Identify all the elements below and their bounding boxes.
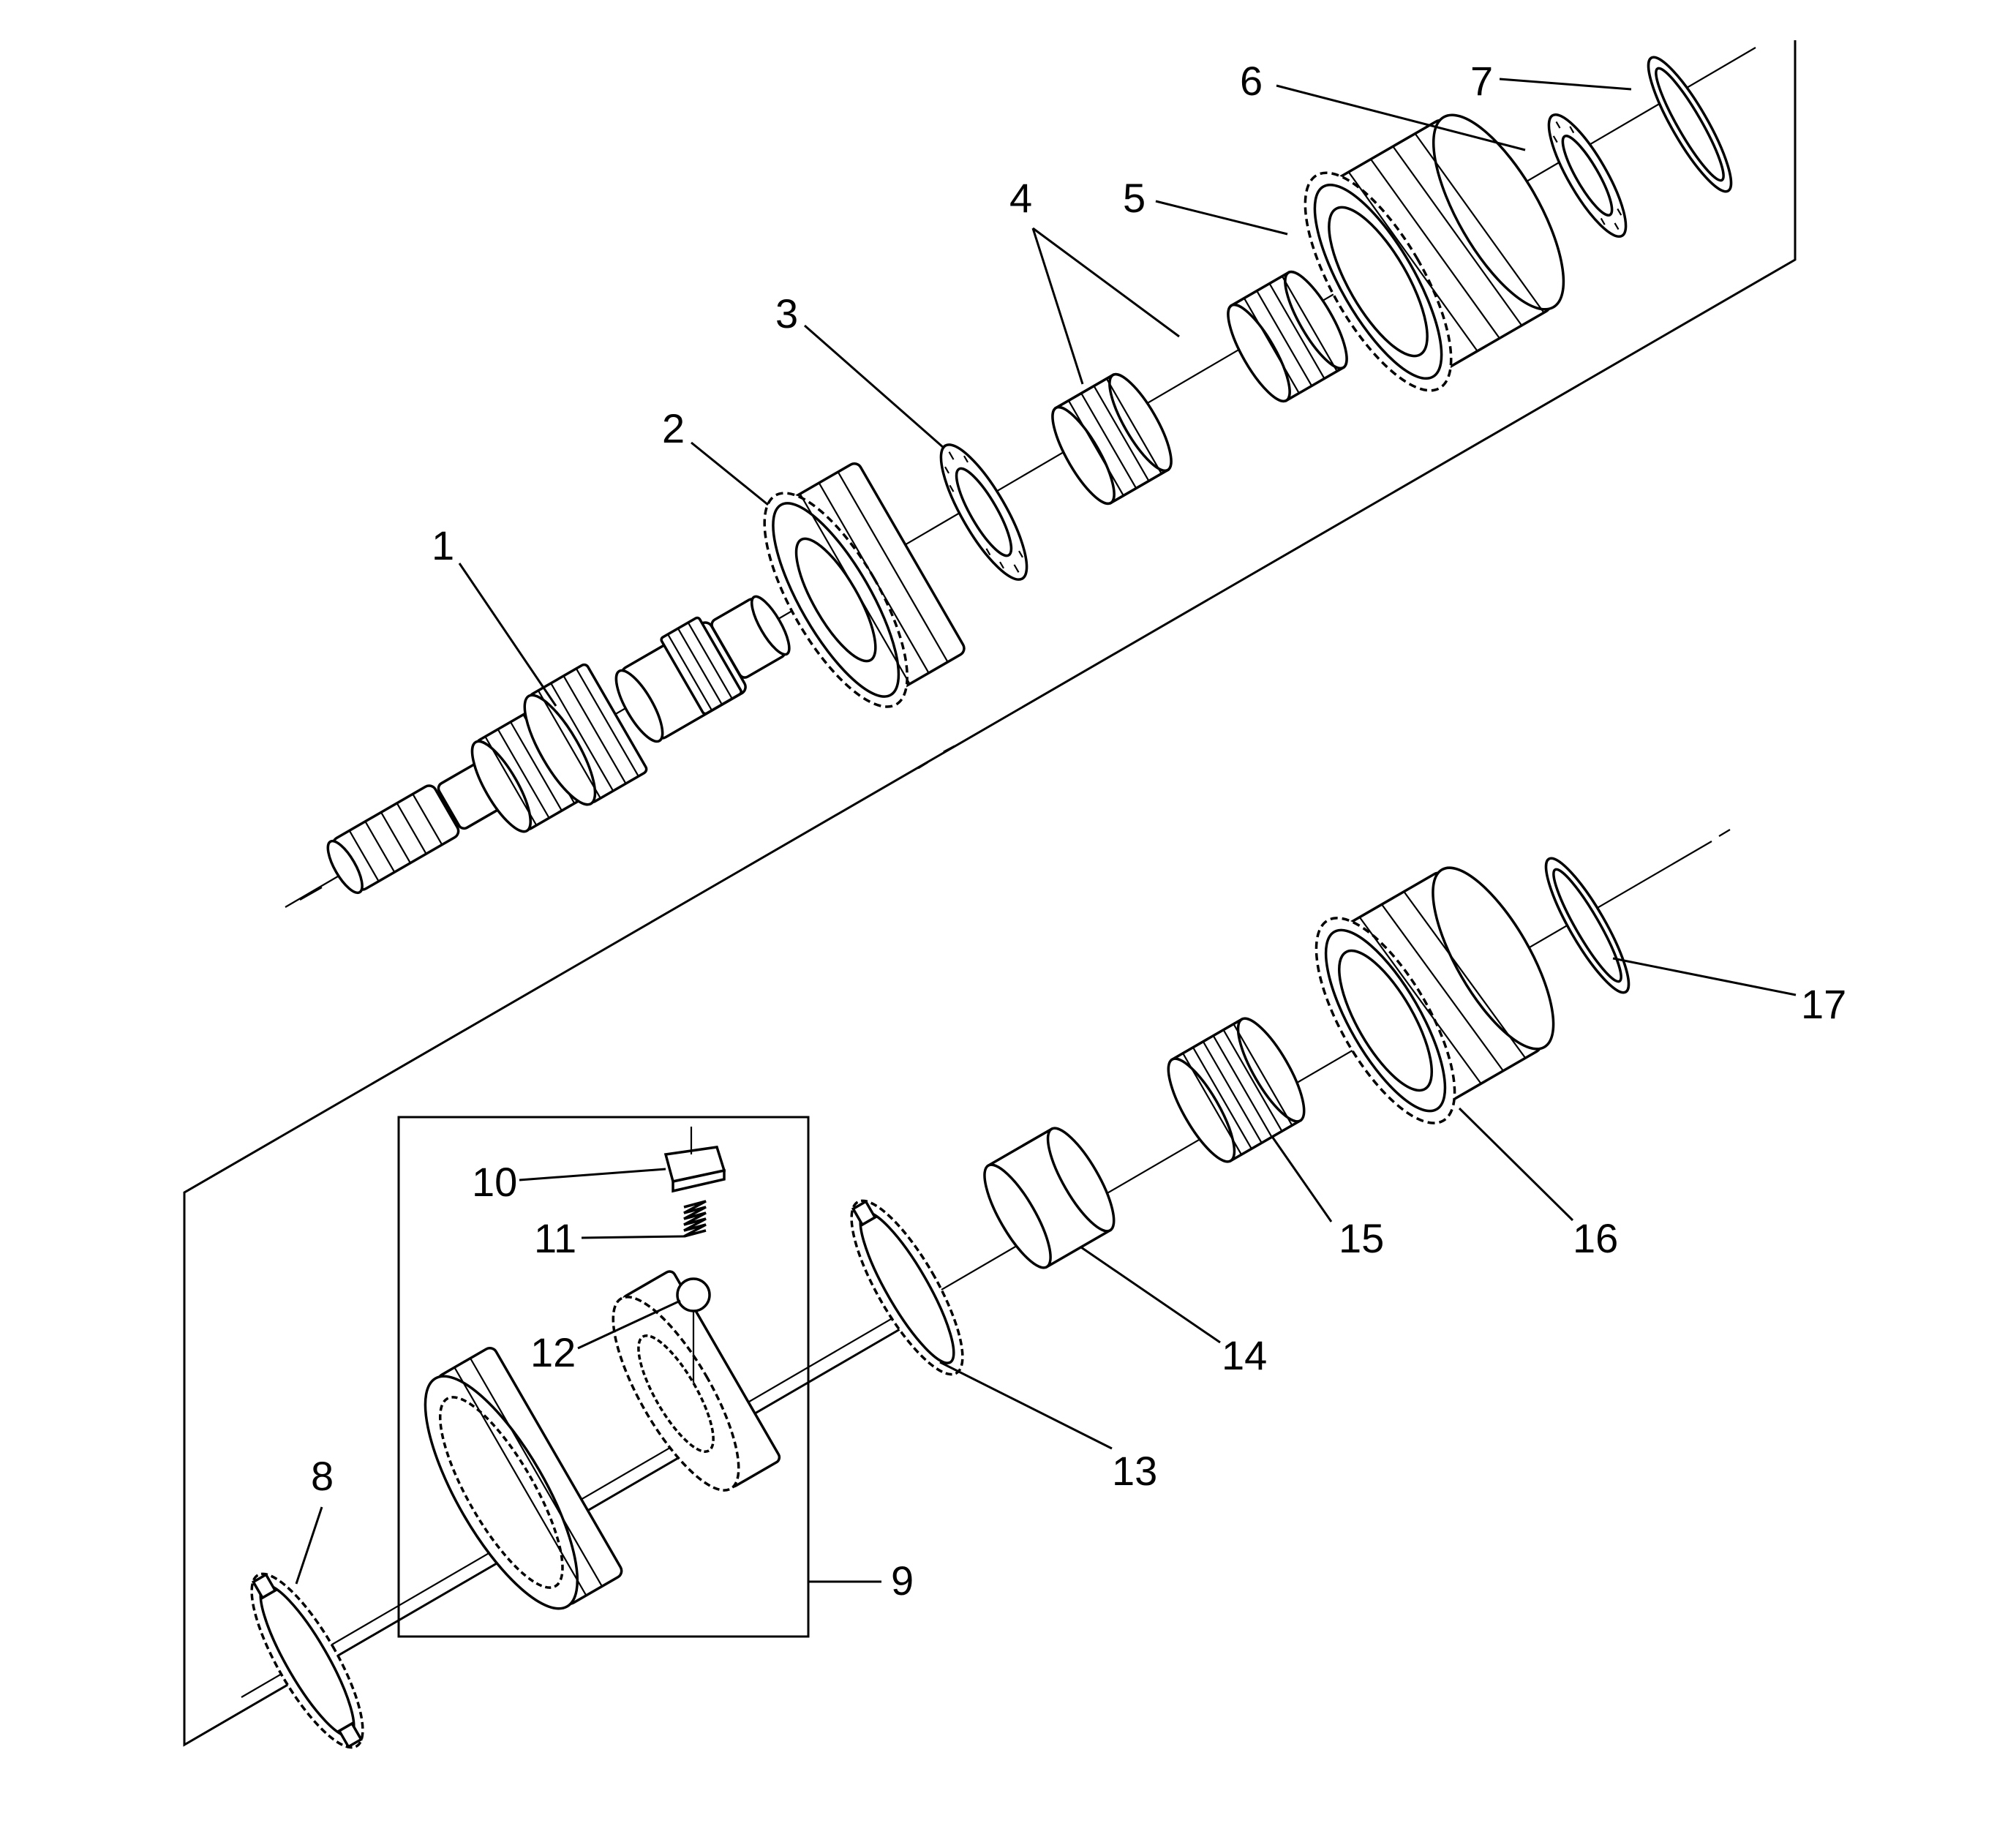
ball-icon: [676, 1277, 711, 1312]
thrust-washer-icon: [1544, 857, 1631, 994]
spring-icon: [683, 1200, 707, 1238]
thrust-washer-icon: [1647, 56, 1733, 193]
frame-gap-dash: [917, 761, 928, 770]
callout-3: 3: [775, 290, 798, 337]
needle-bearing-icon: [1227, 270, 1348, 403]
callout-11: 11: [534, 1215, 576, 1261]
synchronizer-assembly-box: [397, 1116, 810, 1638]
callout-8: 8: [311, 1453, 334, 1499]
gear-icon: [1304, 113, 1565, 392]
upper-axis-dash: [299, 887, 323, 901]
sleeve-icon: [424, 1347, 623, 1610]
synchronizer-icon: [250, 1572, 364, 1749]
sleeve-icon: [983, 1127, 1116, 1269]
gear-icon: [1314, 866, 1555, 1124]
callout-15: 15: [1339, 1215, 1384, 1261]
callout-10: 10: [472, 1159, 517, 1205]
callout-17: 17: [1801, 981, 1846, 1027]
needle-bearing-icon: [1167, 1017, 1306, 1163]
thrust-bearing-icon: [1547, 113, 1628, 238]
frame-outline: [183, 40, 1797, 1747]
callout-9: 9: [891, 1558, 914, 1604]
thrust-bearing-icon: [939, 443, 1028, 581]
callout-14: 14: [1222, 1332, 1267, 1378]
lower-axis-dash: [1718, 829, 1731, 837]
gear-icon: [763, 462, 966, 708]
synchronizer-icon: [850, 1199, 964, 1376]
callout-1: 1: [432, 522, 454, 568]
callout-16: 16: [1573, 1215, 1618, 1261]
callout-2: 2: [662, 405, 685, 451]
output-shaft-icon: [326, 595, 791, 895]
callout-4: 4: [1009, 175, 1032, 221]
callout-6: 6: [1240, 58, 1263, 104]
key-icon: [663, 1127, 726, 1193]
callout-5: 5: [1123, 175, 1146, 221]
needle-bearing-icon: [1051, 372, 1173, 506]
frame-gap-dash: [943, 745, 955, 754]
callout-labels: 1 2 3 4 5 6 7 8 9 10 11 12 13 14 15 16 1…: [311, 58, 1846, 1604]
leader-lines: [295, 78, 1797, 1585]
callout-7: 7: [1470, 58, 1493, 104]
callout-13: 13: [1112, 1448, 1157, 1494]
synchronizer-icon: [612, 1270, 781, 1492]
callout-12: 12: [530, 1329, 576, 1375]
